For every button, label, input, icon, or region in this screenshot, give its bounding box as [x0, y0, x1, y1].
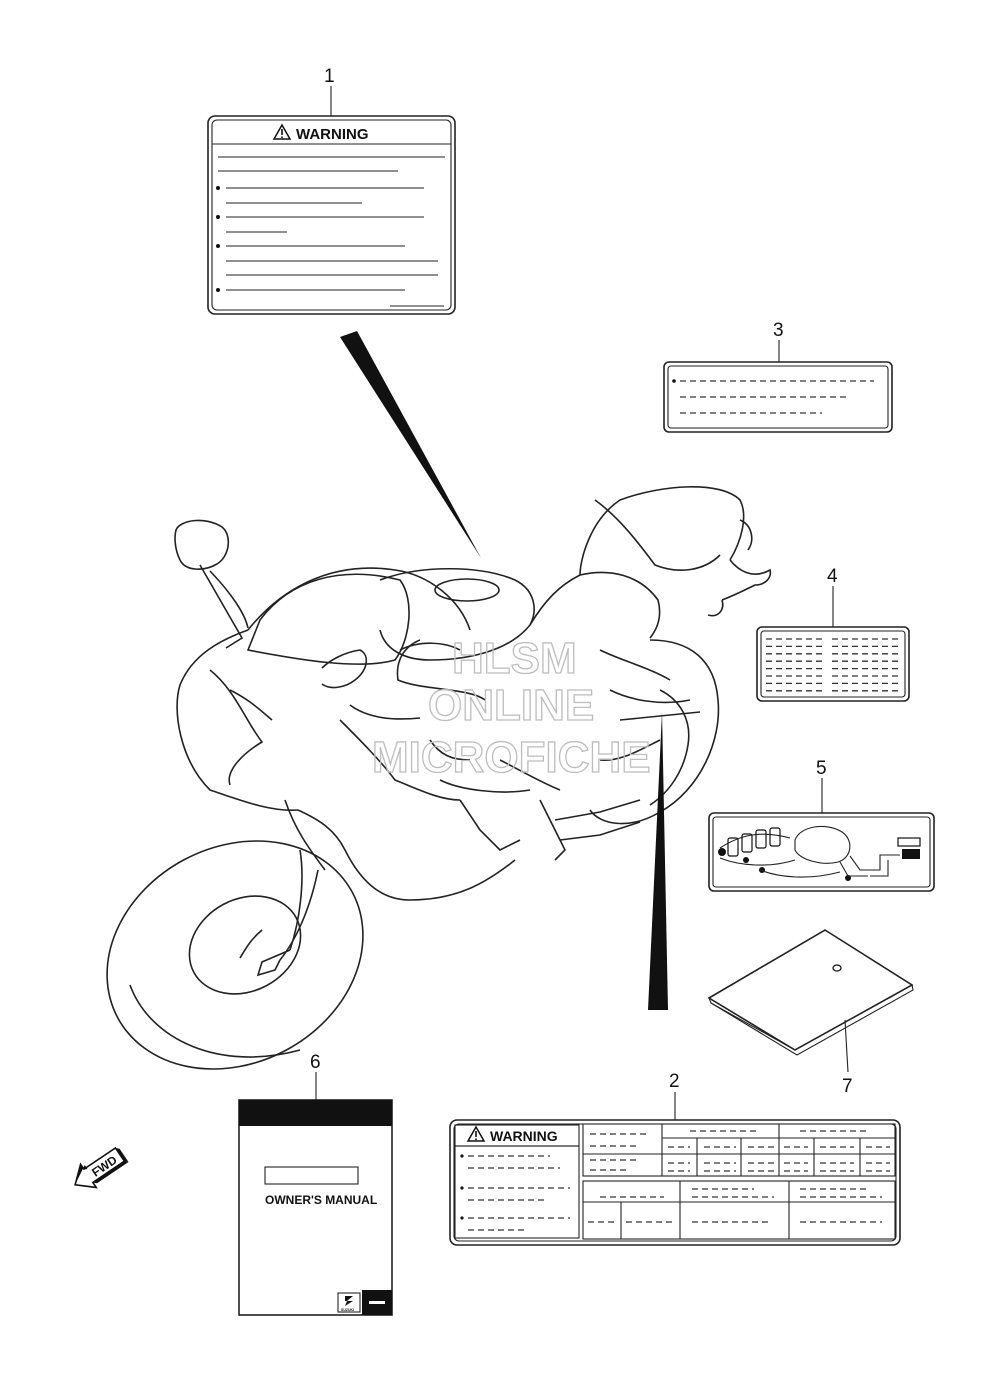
callout-2: 2 — [669, 1071, 680, 1092]
label-2-warning-table[interactable]: 2 WARNING — [449, 1071, 901, 1246]
pointer-wedge-1 — [340, 331, 481, 558]
wiring-diagram-icon — [718, 825, 921, 881]
label-4[interactable]: 4 — [756, 566, 910, 702]
watermark: HLSM ONLINE MICROFICHE — [371, 633, 651, 782]
callout-5: 5 — [816, 758, 827, 779]
callout-7: 7 — [842, 1076, 853, 1097]
label-7-sheet[interactable]: 7 — [707, 929, 914, 1097]
warning-triangle-icon — [272, 123, 292, 140]
suzuki-logo-icon: SUZUKI — [337, 1292, 361, 1313]
svg-text:HLSM: HLSM — [452, 634, 577, 683]
pointer-wedge-2 — [648, 712, 668, 1010]
manual-title: OWNER'S MANUAL — [265, 1193, 377, 1207]
warning-heading-2: WARNING — [490, 1128, 558, 1144]
item-6-owners-manual[interactable]: 6 OWNER'S MANUAL SUZUKI — [238, 1052, 393, 1316]
label-3[interactable]: 3 — [663, 320, 893, 433]
callout-1: 1 — [324, 66, 335, 87]
fwd-arrow-icon: FWD — [74, 1146, 129, 1189]
warning-heading-1: WARNING — [296, 126, 369, 143]
svg-text:MICROFICHE: MICROFICHE — [372, 733, 651, 782]
callout-4: 4 — [827, 566, 838, 587]
warning-triangle-icon — [466, 1125, 486, 1142]
motorcycle-outline — [106, 486, 772, 1070]
callout-6: 6 — [310, 1052, 321, 1073]
label-1-warning[interactable]: 1 WARNING — [207, 66, 456, 315]
callout-3: 3 — [773, 320, 784, 341]
svg-text:ONLINE: ONLINE — [428, 681, 594, 730]
label-5-wiring[interactable]: 5 — [708, 758, 935, 892]
svg-text:SUZUKI: SUZUKI — [341, 1308, 354, 1312]
